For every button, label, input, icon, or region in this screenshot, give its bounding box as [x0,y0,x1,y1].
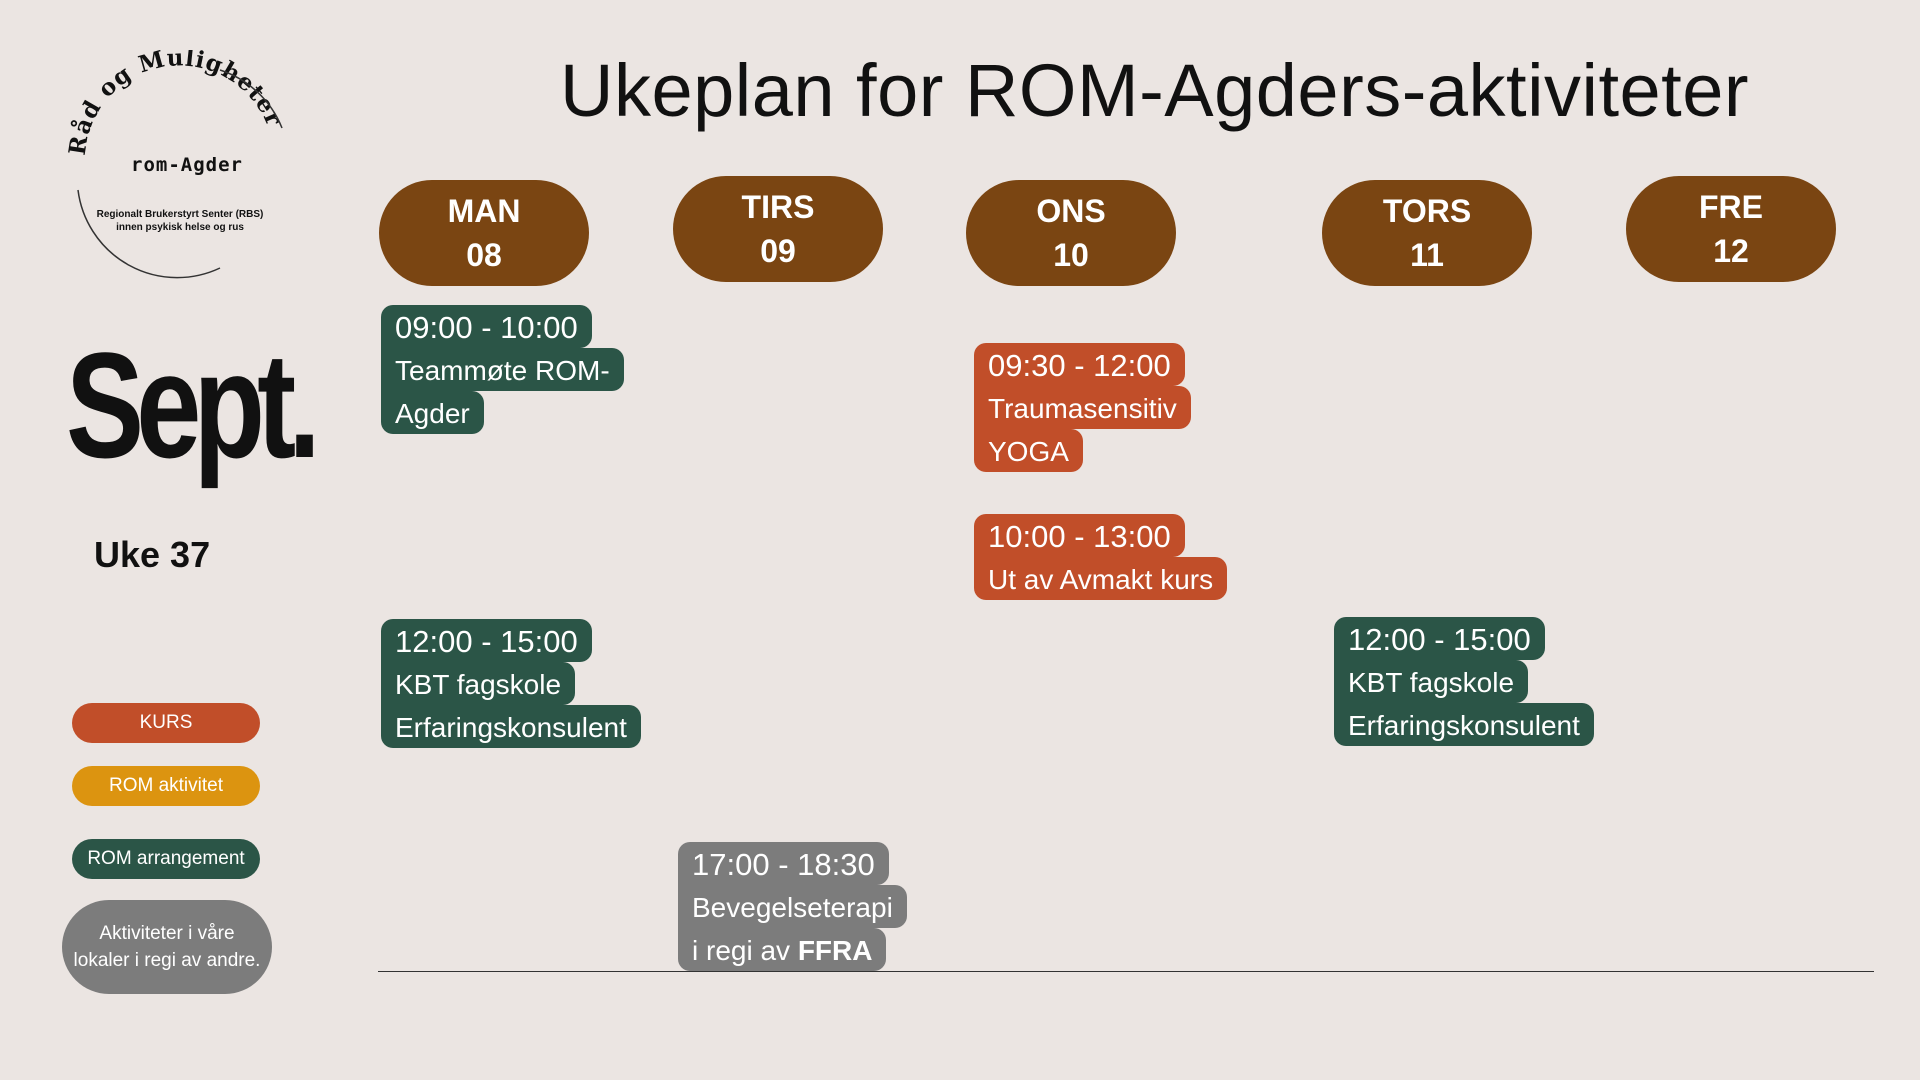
event-time: 17:00 - 18:30 [678,842,889,885]
day-header-fri: FRE 12 [1626,176,1836,282]
event-time: 12:00 - 15:00 [381,619,592,662]
event-title-line2: i regi av FFRA [678,928,887,971]
event-title-line2: YOGA [974,429,1083,472]
event-wed-avmakt[interactable]: 10:00 - 13:00 Ut av Avmakt kurs [974,514,1228,600]
day-header-thu: TORS 11 [1322,180,1532,286]
event-mon-kbt[interactable]: 12:00 - 15:00 KBT fagskole Erfaringskons… [381,619,641,748]
legend-rom-aktivitet: ROM aktivitet [72,766,260,806]
day-header-mon: MAN 08 [379,180,589,286]
baseline-divider [378,971,1874,972]
logo-subtitle: Regionalt Brukerstyrt Senter (RBS) innen… [80,208,280,234]
page-title: Ukeplan for ROM-Agders-aktiviteter [560,49,1750,132]
logo: Råd og Muligheter rom-Agder Regionalt Br… [60,50,300,280]
event-time: 10:00 - 13:00 [974,514,1185,557]
event-title-line1: KBT fagskole [1334,660,1529,703]
day-date: 10 [1053,237,1089,273]
event-tue-bevegelseterapi[interactable]: 17:00 - 18:30 Bevegelseterapi i regi av … [678,842,907,971]
day-name: FRE [1699,189,1763,225]
logo-brand: rom-Agder [131,154,243,176]
day-date: 11 [1410,237,1444,273]
event-time: 09:30 - 12:00 [974,343,1185,386]
event-time: 12:00 - 15:00 [1334,617,1545,660]
legend-rom-arrangement: ROM arrangement [72,839,260,879]
logo-lower-arc [77,189,221,279]
legend-kurs: KURS [72,703,260,743]
legend-others-line2: lokaler i regi av andre. [73,950,261,971]
week-label: Uke 37 [94,534,211,575]
logo-arc-text: Råd og Muligheter [64,50,287,157]
day-header-wed: ONS 10 [966,180,1176,286]
event-mon-teammote[interactable]: 09:00 - 10:00 Teammøte ROM- Agder [381,305,624,434]
logo-upper-arc [219,69,283,129]
event-organizer: FFRA [797,935,873,966]
month-label: Sept. [66,321,321,489]
event-title-line1: KBT fagskole [381,662,576,705]
svg-text:Råd og Muligheter: Råd og Muligheter [64,50,288,157]
event-title-line1: Teammøte ROM- [381,348,624,391]
event-title-line2: Erfaringskonsulent [1334,703,1594,746]
logo-subtitle-2: innen psykisk helse og rus [116,222,244,233]
logo-arc-graphic: Råd og Muligheter [64,50,288,279]
event-title-line1: Bevegelseterapi [678,885,907,928]
event-title-line1: Ut av Avmakt kurs [974,557,1228,600]
legend-others: Aktiviteter i våre lokaler i regi av and… [62,900,272,994]
day-date: 09 [760,233,796,269]
event-title-line2: Erfaringskonsulent [381,705,641,748]
event-organizer-prefix: i regi av [692,935,798,966]
event-thu-kbt[interactable]: 12:00 - 15:00 KBT fagskole Erfaringskons… [1334,617,1594,746]
day-date: 08 [466,237,502,273]
event-wed-yoga[interactable]: 09:30 - 12:00 Traumasensitiv YOGA [974,343,1191,472]
event-title-line2: Agder [381,391,484,434]
day-name: TIRS [741,189,815,225]
day-header-tue: TIRS 09 [673,176,883,282]
event-time: 09:00 - 10:00 [381,305,592,348]
day-name: TORS [1382,193,1472,229]
day-date: 12 [1713,233,1749,269]
legend-others-line1: Aktiviteter i våre [99,923,235,944]
day-name: MAN [447,193,521,229]
day-name: ONS [1036,193,1106,229]
logo-subtitle-1: Regionalt Brukerstyrt Senter (RBS) [96,209,264,220]
event-title-line1: Traumasensitiv [974,386,1191,429]
